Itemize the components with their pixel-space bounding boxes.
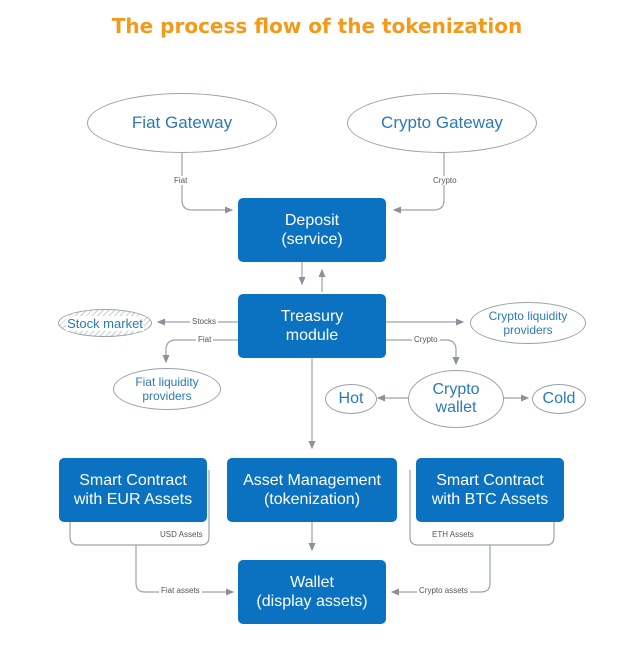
edge-label-eth-assets: ETH Assets xyxy=(430,530,476,539)
hot-node: Hot xyxy=(325,384,377,414)
treasury-label-1: Treasury xyxy=(280,308,344,325)
deposit-label-1: Deposit xyxy=(284,212,340,229)
fiat-gateway-node: Fiat Gateway xyxy=(87,93,277,153)
edge-label-crypto: Crypto xyxy=(431,176,459,185)
edge-label-fiat: Fiat xyxy=(172,176,190,185)
edge-label-fiat-left: Fiat xyxy=(196,335,214,344)
deposit-label-2: (service) xyxy=(281,231,343,248)
sc-eur-label-1: Smart Contract xyxy=(79,472,187,489)
edge-eur-frame xyxy=(69,470,210,546)
edge-crypto-gateway-deposit xyxy=(392,150,445,214)
stock-market-label: Stock market xyxy=(66,315,144,331)
wallet-label-1: Wallet xyxy=(290,574,334,591)
crypto-liquidity-label-1: Crypto liquidity xyxy=(488,309,568,323)
asset-mgmt-label-1: Asset Management xyxy=(243,472,381,489)
edge-treasury-crypto-wallet xyxy=(386,339,460,366)
edge-label-fiat-assets: Fiat assets xyxy=(159,586,202,595)
crypto-wallet-label-1: Crypto xyxy=(432,381,480,398)
wallet-node: Wallet (display assets) xyxy=(238,560,386,624)
fiat-liquidity-label-1: Fiat liquidity xyxy=(135,375,199,389)
smart-contract-eur-node: Smart Contract with EUR Assets xyxy=(59,458,207,522)
crypto-wallet-label-2: wallet xyxy=(435,399,477,416)
sc-btc-label-1: Smart Contract xyxy=(436,472,544,489)
edge-label-usd-assets: USD Assets xyxy=(158,530,205,539)
edge-label-crypto-assets: Crypto assets xyxy=(417,586,470,595)
smart-contract-btc-node: Smart Contract with BTC Assets xyxy=(416,458,564,522)
cold-node: Cold xyxy=(532,384,586,414)
stock-market-node: Stock market xyxy=(58,309,152,337)
edge-label-stocks: Stocks xyxy=(190,317,219,326)
crypto-liquidity-label-2: providers xyxy=(503,323,553,337)
edge-btc-frame xyxy=(409,470,555,546)
edge-treasury-fiat-liquidity xyxy=(162,339,238,364)
asset-management-node: Asset Management (tokenization) xyxy=(227,458,397,522)
treasury-label-2: module xyxy=(285,327,339,344)
deposit-node: Deposit (service) xyxy=(238,198,386,262)
cold-label: Cold xyxy=(542,390,576,407)
crypto-liquidity-node: Crypto liquidity providers xyxy=(470,302,586,344)
treasury-node: Treasury module xyxy=(238,294,386,358)
hot-label: Hot xyxy=(338,390,364,407)
sc-btc-label-2: with BTC Assets xyxy=(431,491,549,508)
edge-btc-wallet xyxy=(390,545,491,596)
edge-fiat-gateway-deposit xyxy=(181,150,234,214)
crypto-gateway-node: Crypto Gateway xyxy=(347,93,537,153)
diagram-title: The process flow of the tokenization xyxy=(111,14,523,38)
wallet-label-2: (display assets) xyxy=(256,593,368,610)
fiat-liquidity-label-2: providers xyxy=(142,389,192,403)
asset-mgmt-label-2: (tokenization) xyxy=(263,491,361,508)
edge-eur-wallet xyxy=(135,545,235,596)
crypto-wallet-node: Crypto wallet xyxy=(408,370,504,428)
sc-eur-label-2: with EUR Assets xyxy=(73,491,193,508)
fiat-liquidity-node: Fiat liquidity providers xyxy=(113,368,221,410)
edge-label-crypto-right: Crypto xyxy=(412,335,440,344)
crypto-gateway-label: Crypto Gateway xyxy=(381,113,503,132)
fiat-gateway-label: Fiat Gateway xyxy=(131,113,233,132)
